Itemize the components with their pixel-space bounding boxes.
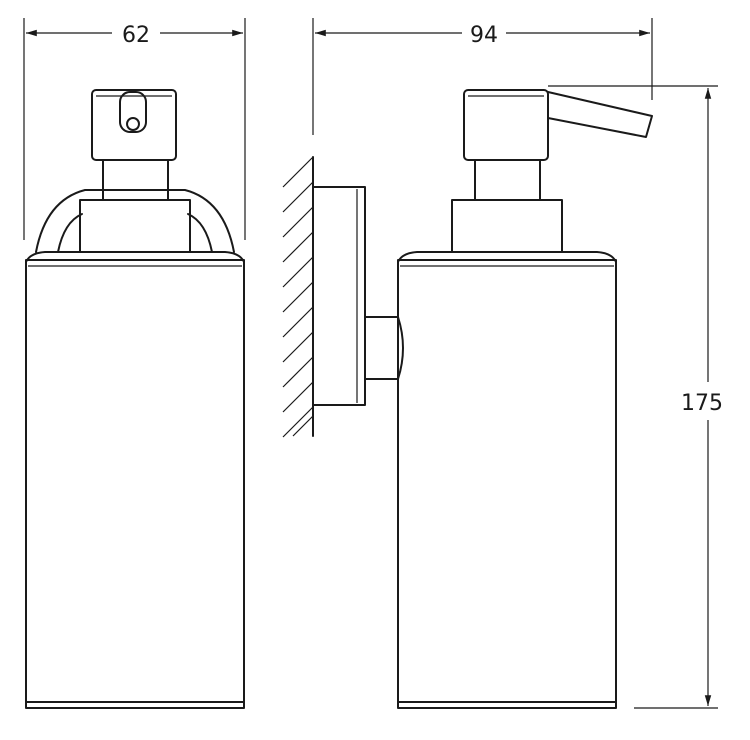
front-collar (79, 199, 191, 253)
depth-dimension-label: 94 (470, 23, 498, 48)
front-holder-ring-inner (57, 213, 83, 253)
front-bottle-body (25, 259, 245, 709)
side-spout (547, 91, 653, 138)
width-dimension-label: 62 (122, 23, 150, 48)
side-collar (451, 199, 563, 253)
front-nozzle-hole (126, 117, 140, 131)
side-bottle-body (397, 259, 617, 709)
wall-hatching (282, 156, 314, 438)
front-view: 62 (23, 18, 246, 709)
side-neck (474, 159, 541, 201)
side-wall-plate (312, 186, 366, 406)
height-dimension: 175 (548, 85, 723, 709)
side-pump-head (463, 89, 549, 161)
front-neck (102, 159, 169, 201)
front-holder-ring-inner-right (187, 213, 213, 253)
front-holder-ring-outer (35, 189, 235, 253)
front-pump-head (91, 89, 177, 161)
front-nozzle (119, 91, 147, 133)
side-view: 94 (282, 18, 653, 709)
height-dimension-label: 175 (681, 391, 723, 416)
